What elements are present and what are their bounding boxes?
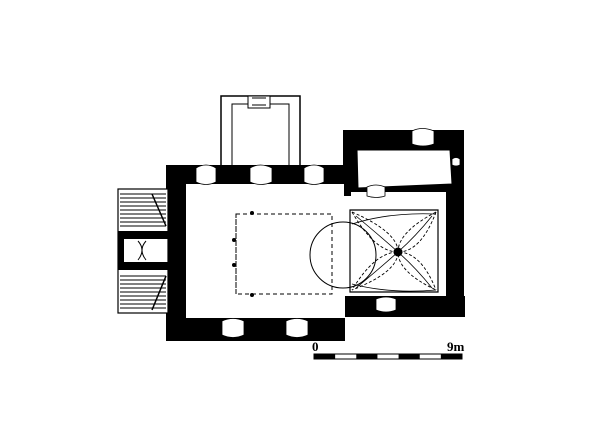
dome-chamber-floor bbox=[346, 196, 446, 296]
scale-bar-segment bbox=[356, 354, 378, 359]
west-porch bbox=[117, 188, 186, 314]
north-annex bbox=[220, 95, 301, 167]
upper-stairs bbox=[120, 193, 167, 227]
scale-bar-segment bbox=[398, 354, 420, 359]
dashed-outline bbox=[235, 213, 333, 295]
scale-end-label: 9m bbox=[447, 339, 465, 354]
main-hall-floor bbox=[186, 184, 344, 318]
scale-bar-frame bbox=[313, 353, 463, 360]
scale-bar-segment bbox=[314, 354, 336, 359]
northeast-room bbox=[356, 149, 453, 189]
scale-bar bbox=[313, 353, 463, 360]
dome-vault bbox=[309, 209, 439, 293]
pier-dots bbox=[232, 211, 254, 297]
lower-stairs bbox=[120, 275, 167, 311]
scale-start-label: 0 bbox=[312, 339, 319, 354]
window-openings bbox=[195, 128, 461, 338]
scale-bar-segment bbox=[440, 354, 462, 359]
